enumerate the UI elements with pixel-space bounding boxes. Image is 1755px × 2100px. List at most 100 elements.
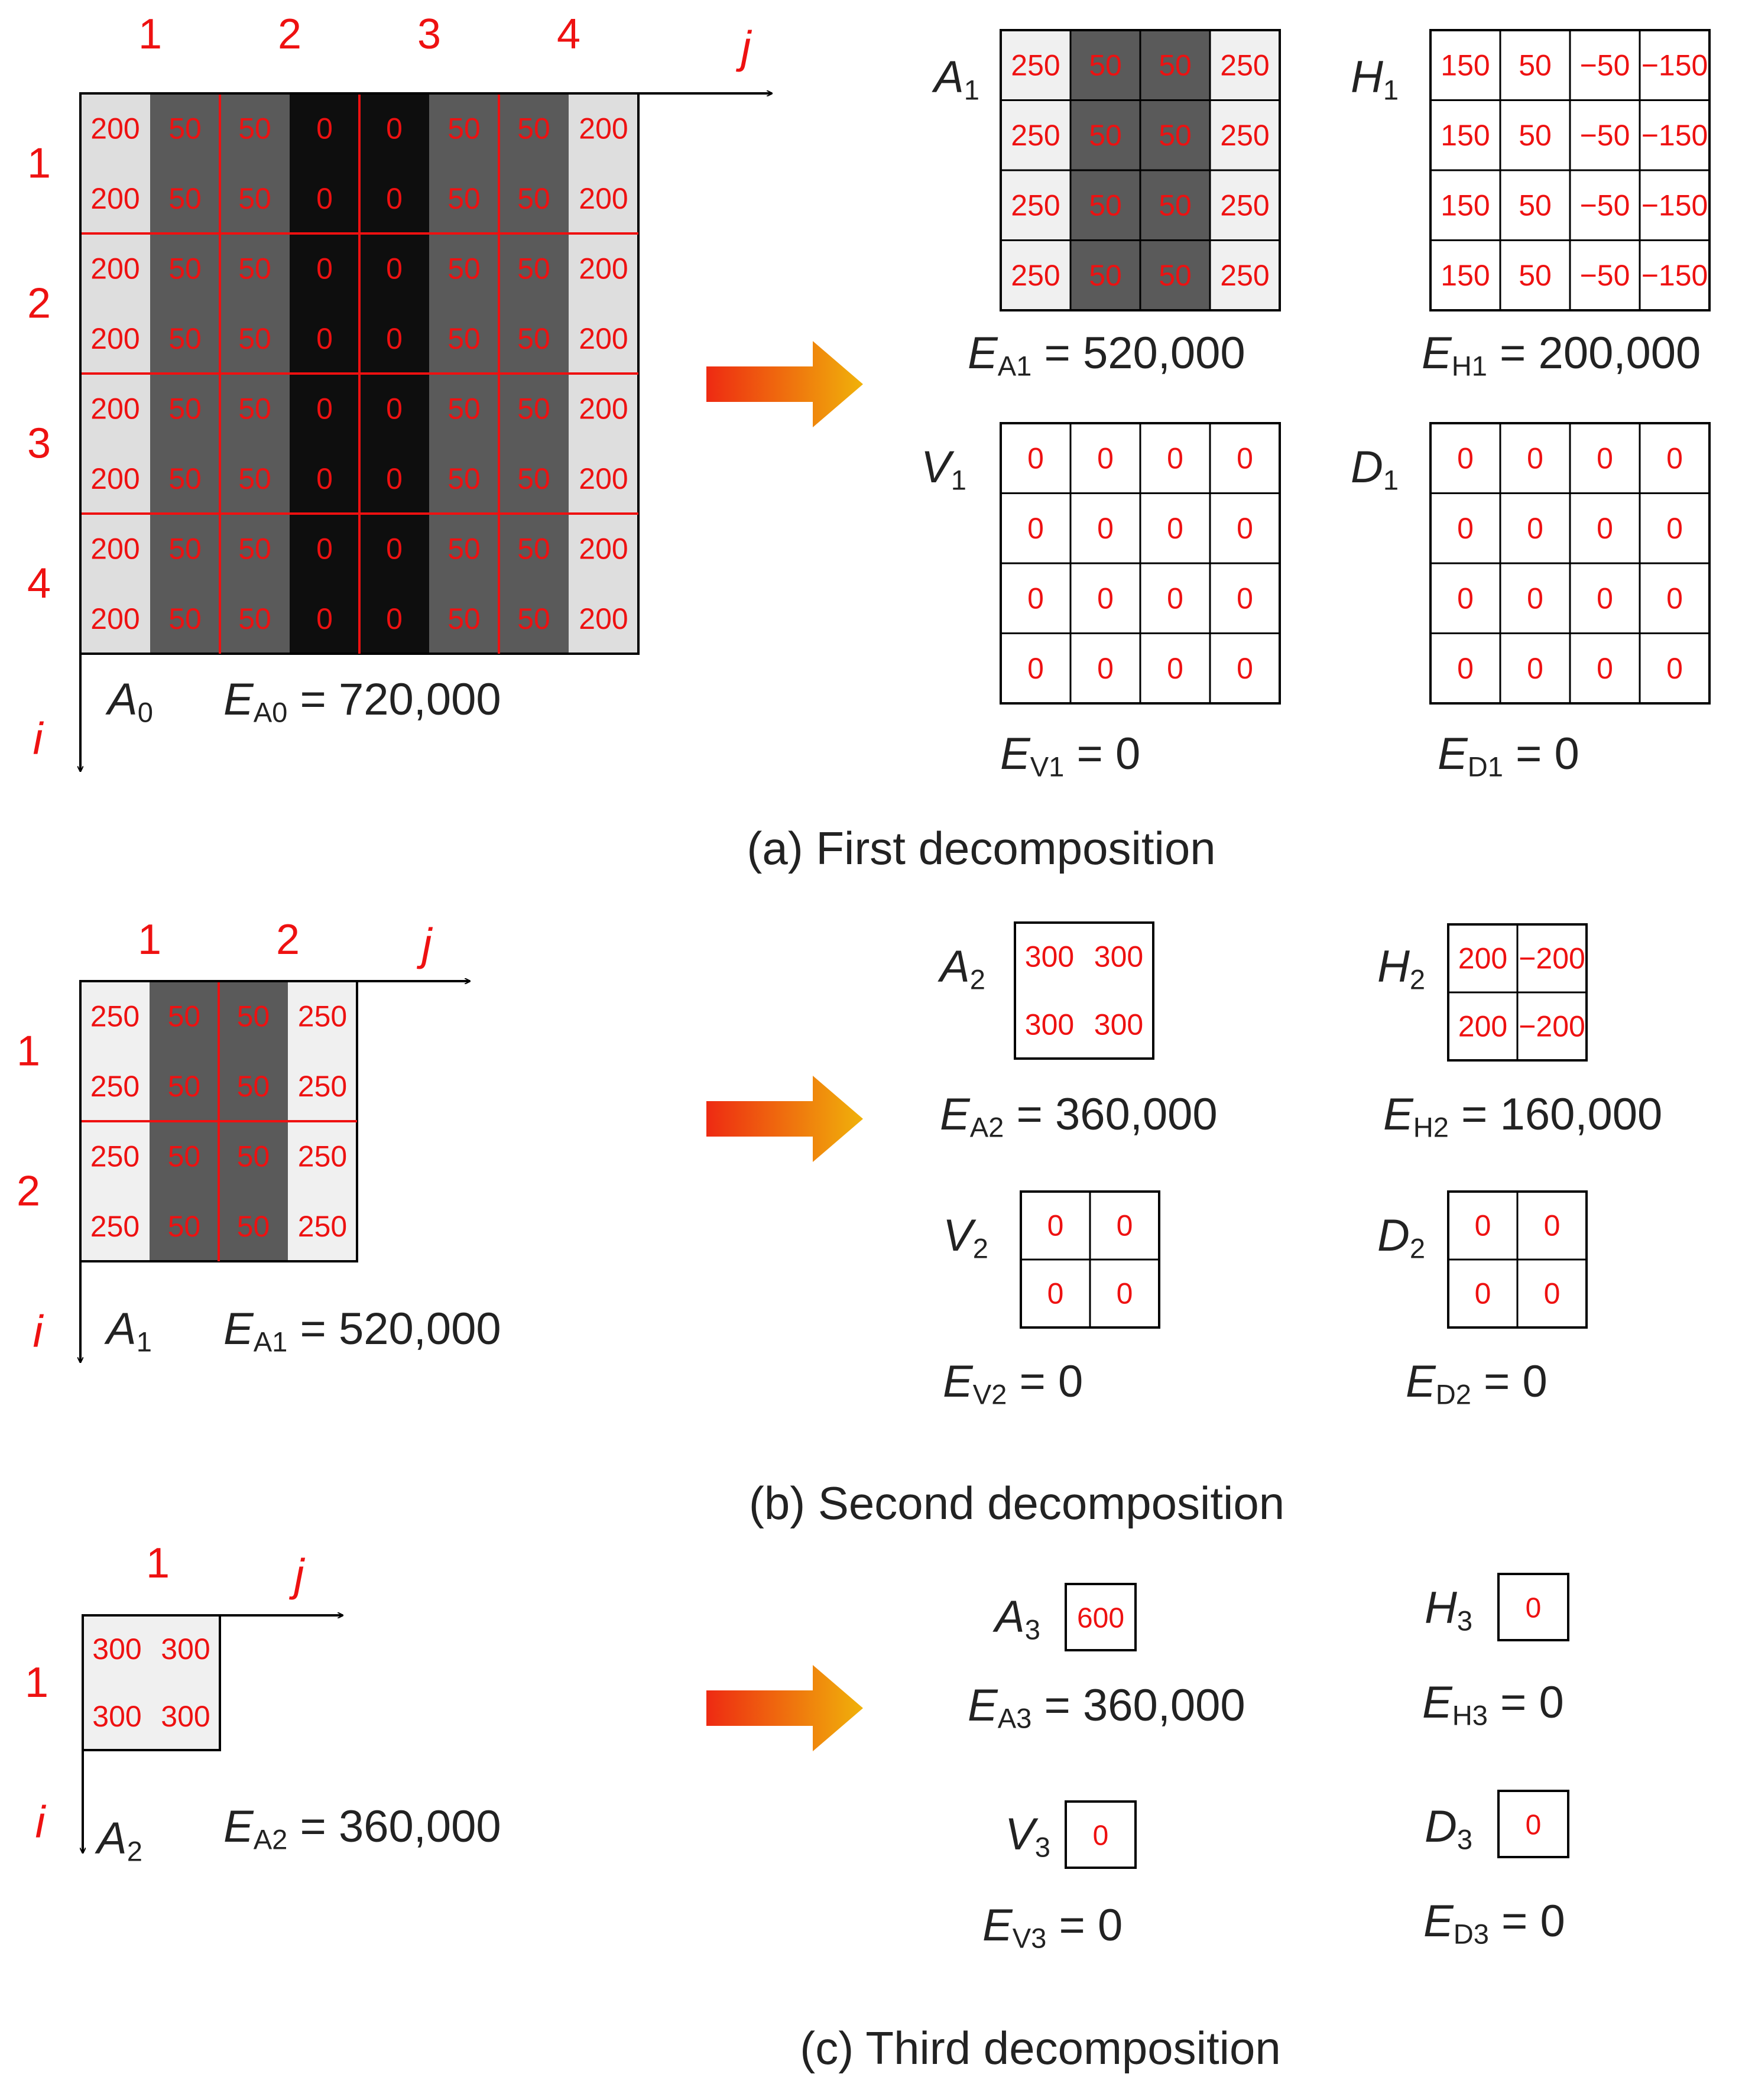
output-v2-matrix-cell: 0	[1047, 1209, 1064, 1242]
output-d2-name-subscript: 2	[1410, 1232, 1425, 1264]
output-h1-matrix-cell: −50	[1580, 48, 1630, 82]
output-v2-name: V2	[943, 1210, 988, 1264]
output-d3-name-letter: D	[1425, 1802, 1457, 1852]
output-d2-energy-subscript: D2	[1436, 1378, 1471, 1410]
source-matrix-a0-cell: 50	[168, 322, 202, 355]
source-energy-a0: EA0 = 720,000	[223, 674, 501, 728]
source-matrix-a2-column-fill	[83, 1615, 151, 1750]
source-matrix-a0-cell: 0	[316, 462, 333, 495]
source-matrix-a1-cell: 50	[168, 1140, 201, 1173]
source-matrix-a0-cell: 200	[90, 252, 140, 285]
source-matrix-a1-cell: 250	[298, 1210, 347, 1243]
output-v1-matrix-cell: 0	[1097, 652, 1114, 685]
output-h1-matrix-cell: −150	[1642, 189, 1708, 222]
output-a2-name-subscript: 2	[970, 963, 985, 995]
output-a2-energy-subscript: A2	[970, 1111, 1004, 1142]
source-matrix-a0-cell: 200	[579, 252, 628, 285]
output-h1-matrix-cell: −150	[1642, 48, 1708, 82]
j-axis-label: j	[417, 920, 433, 970]
output-a3-energy-letter: E	[968, 1680, 998, 1731]
output-d1-matrix-border	[1429, 422, 1711, 705]
row-index: 1	[27, 140, 51, 187]
output-a1-name-letter: A	[932, 52, 964, 102]
source-matrix-a1-cell: 250	[90, 999, 140, 1033]
output-h2-matrix-cell: −200	[1519, 942, 1585, 975]
output-h1-matrix-cell: 50	[1519, 48, 1552, 82]
output-d3-energy-letter: E	[1423, 1896, 1454, 1946]
output-a3-cell: 600	[1077, 1603, 1124, 1634]
output-h2-energy-letter: E	[1383, 1089, 1414, 1140]
source-matrix-a0-cell: 0	[386, 322, 403, 355]
output-h1-matrix-cell: −50	[1580, 259, 1630, 292]
source-matrix-a0-cell: 50	[168, 602, 202, 635]
output-v2-matrix-cell: 0	[1047, 1277, 1064, 1310]
source-matrix-a0-cell: 200	[90, 182, 140, 215]
source-matrix-a0-cell: 0	[316, 252, 333, 285]
output-a2-matrix-cell: 300	[1094, 940, 1143, 973]
output-d1-matrix-cell: 0	[1666, 582, 1683, 615]
output-a2-matrix-cell: 300	[1025, 940, 1074, 973]
source-matrix-a0-cell: 0	[316, 182, 333, 215]
source-matrix-a0-cell: 50	[517, 392, 550, 425]
source-matrix-a1-cell: 250	[90, 1140, 140, 1173]
source-energy-a2-value: = 360,000	[287, 1802, 501, 1852]
output-v1-matrix-cell: 0	[1027, 512, 1044, 545]
source-matrix-a1-cell: 250	[298, 1070, 347, 1103]
output-a3-name-subscript: 3	[1025, 1614, 1040, 1645]
output-a1-energy-value: = 520,000	[1031, 328, 1245, 378]
output-h1-matrix-cell: −50	[1580, 119, 1630, 152]
source-matrix-a0-cell: 50	[447, 532, 481, 565]
column-index: 4	[557, 11, 580, 58]
output-a1-energy: EA1 = 520,000	[968, 328, 1245, 381]
output-a1-matrix-cell: 250	[1220, 119, 1269, 152]
output-a1-matrix-cell: 50	[1089, 189, 1122, 222]
source-matrix-a0-cell: 200	[579, 392, 628, 425]
output-v1-name: V1	[921, 442, 966, 495]
output-h3-energy-subscript: H3	[1452, 1699, 1488, 1731]
output-a1-matrix-border	[1000, 29, 1281, 311]
source-matrix-a1-cell: 50	[237, 999, 270, 1033]
output-d1-name-letter: D	[1351, 442, 1383, 492]
source-name-a2: A2	[95, 1813, 142, 1867]
source-matrix-a1-cell: 50	[237, 1210, 270, 1243]
output-v2-energy-value: = 0	[1007, 1356, 1083, 1407]
output-v1-matrix-cell: 0	[1237, 512, 1253, 545]
source-matrix-a0-cell: 0	[316, 532, 333, 565]
output-a1-name: A1	[932, 52, 979, 105]
output-h1-matrix-cell: −150	[1642, 119, 1708, 152]
output-d3-cell: 0	[1526, 1810, 1542, 1841]
output-h1-matrix-cell: 50	[1519, 119, 1552, 152]
caption-third-decomposition: (c) Third decomposition	[800, 2022, 1281, 2074]
i-axis-label: i	[33, 714, 44, 764]
output-d1-matrix-cell: 0	[1457, 582, 1474, 615]
output-a1-matrix-cell: 50	[1159, 119, 1192, 152]
source-matrix-a0-cell: 50	[168, 532, 202, 565]
source-matrix-a0-cell: 0	[316, 112, 333, 145]
output-h3-energy-letter: E	[1422, 1677, 1453, 1728]
output-v2-energy-letter: E	[943, 1356, 974, 1407]
output-h2-matrix-cell: 200	[1458, 942, 1507, 975]
transform-arrow	[706, 1076, 863, 1162]
output-v3-cell: 0	[1093, 1820, 1109, 1852]
source-energy-a0-value: = 720,000	[287, 674, 501, 725]
output-d2-energy: ED2 = 0	[1406, 1356, 1548, 1410]
output-d2-matrix-cell: 0	[1475, 1277, 1491, 1310]
column-index: 2	[276, 916, 300, 963]
output-h1-matrix-cell: −150	[1642, 259, 1708, 292]
output-d1-energy-subscript: D1	[1468, 751, 1503, 782]
output-v1-matrix-cell: 0	[1097, 582, 1114, 615]
output-v1-matrix-cell: 0	[1167, 582, 1183, 615]
output-v2-matrix-cell: 0	[1117, 1209, 1133, 1242]
output-h2-matrix-border	[1447, 923, 1588, 1062]
output-a1-energy-letter: E	[968, 328, 998, 378]
source-matrix-a0-cell: 50	[517, 462, 550, 495]
column-index: 1	[146, 1540, 170, 1587]
output-a1-matrix-cell: 250	[1011, 119, 1060, 152]
output-a1-matrix-cell: 250	[1011, 189, 1060, 222]
output-v3-energy: EV3 = 0	[982, 1900, 1123, 1953]
column-index: 1	[138, 11, 162, 58]
output-d3-matrix-border	[1497, 1790, 1569, 1858]
